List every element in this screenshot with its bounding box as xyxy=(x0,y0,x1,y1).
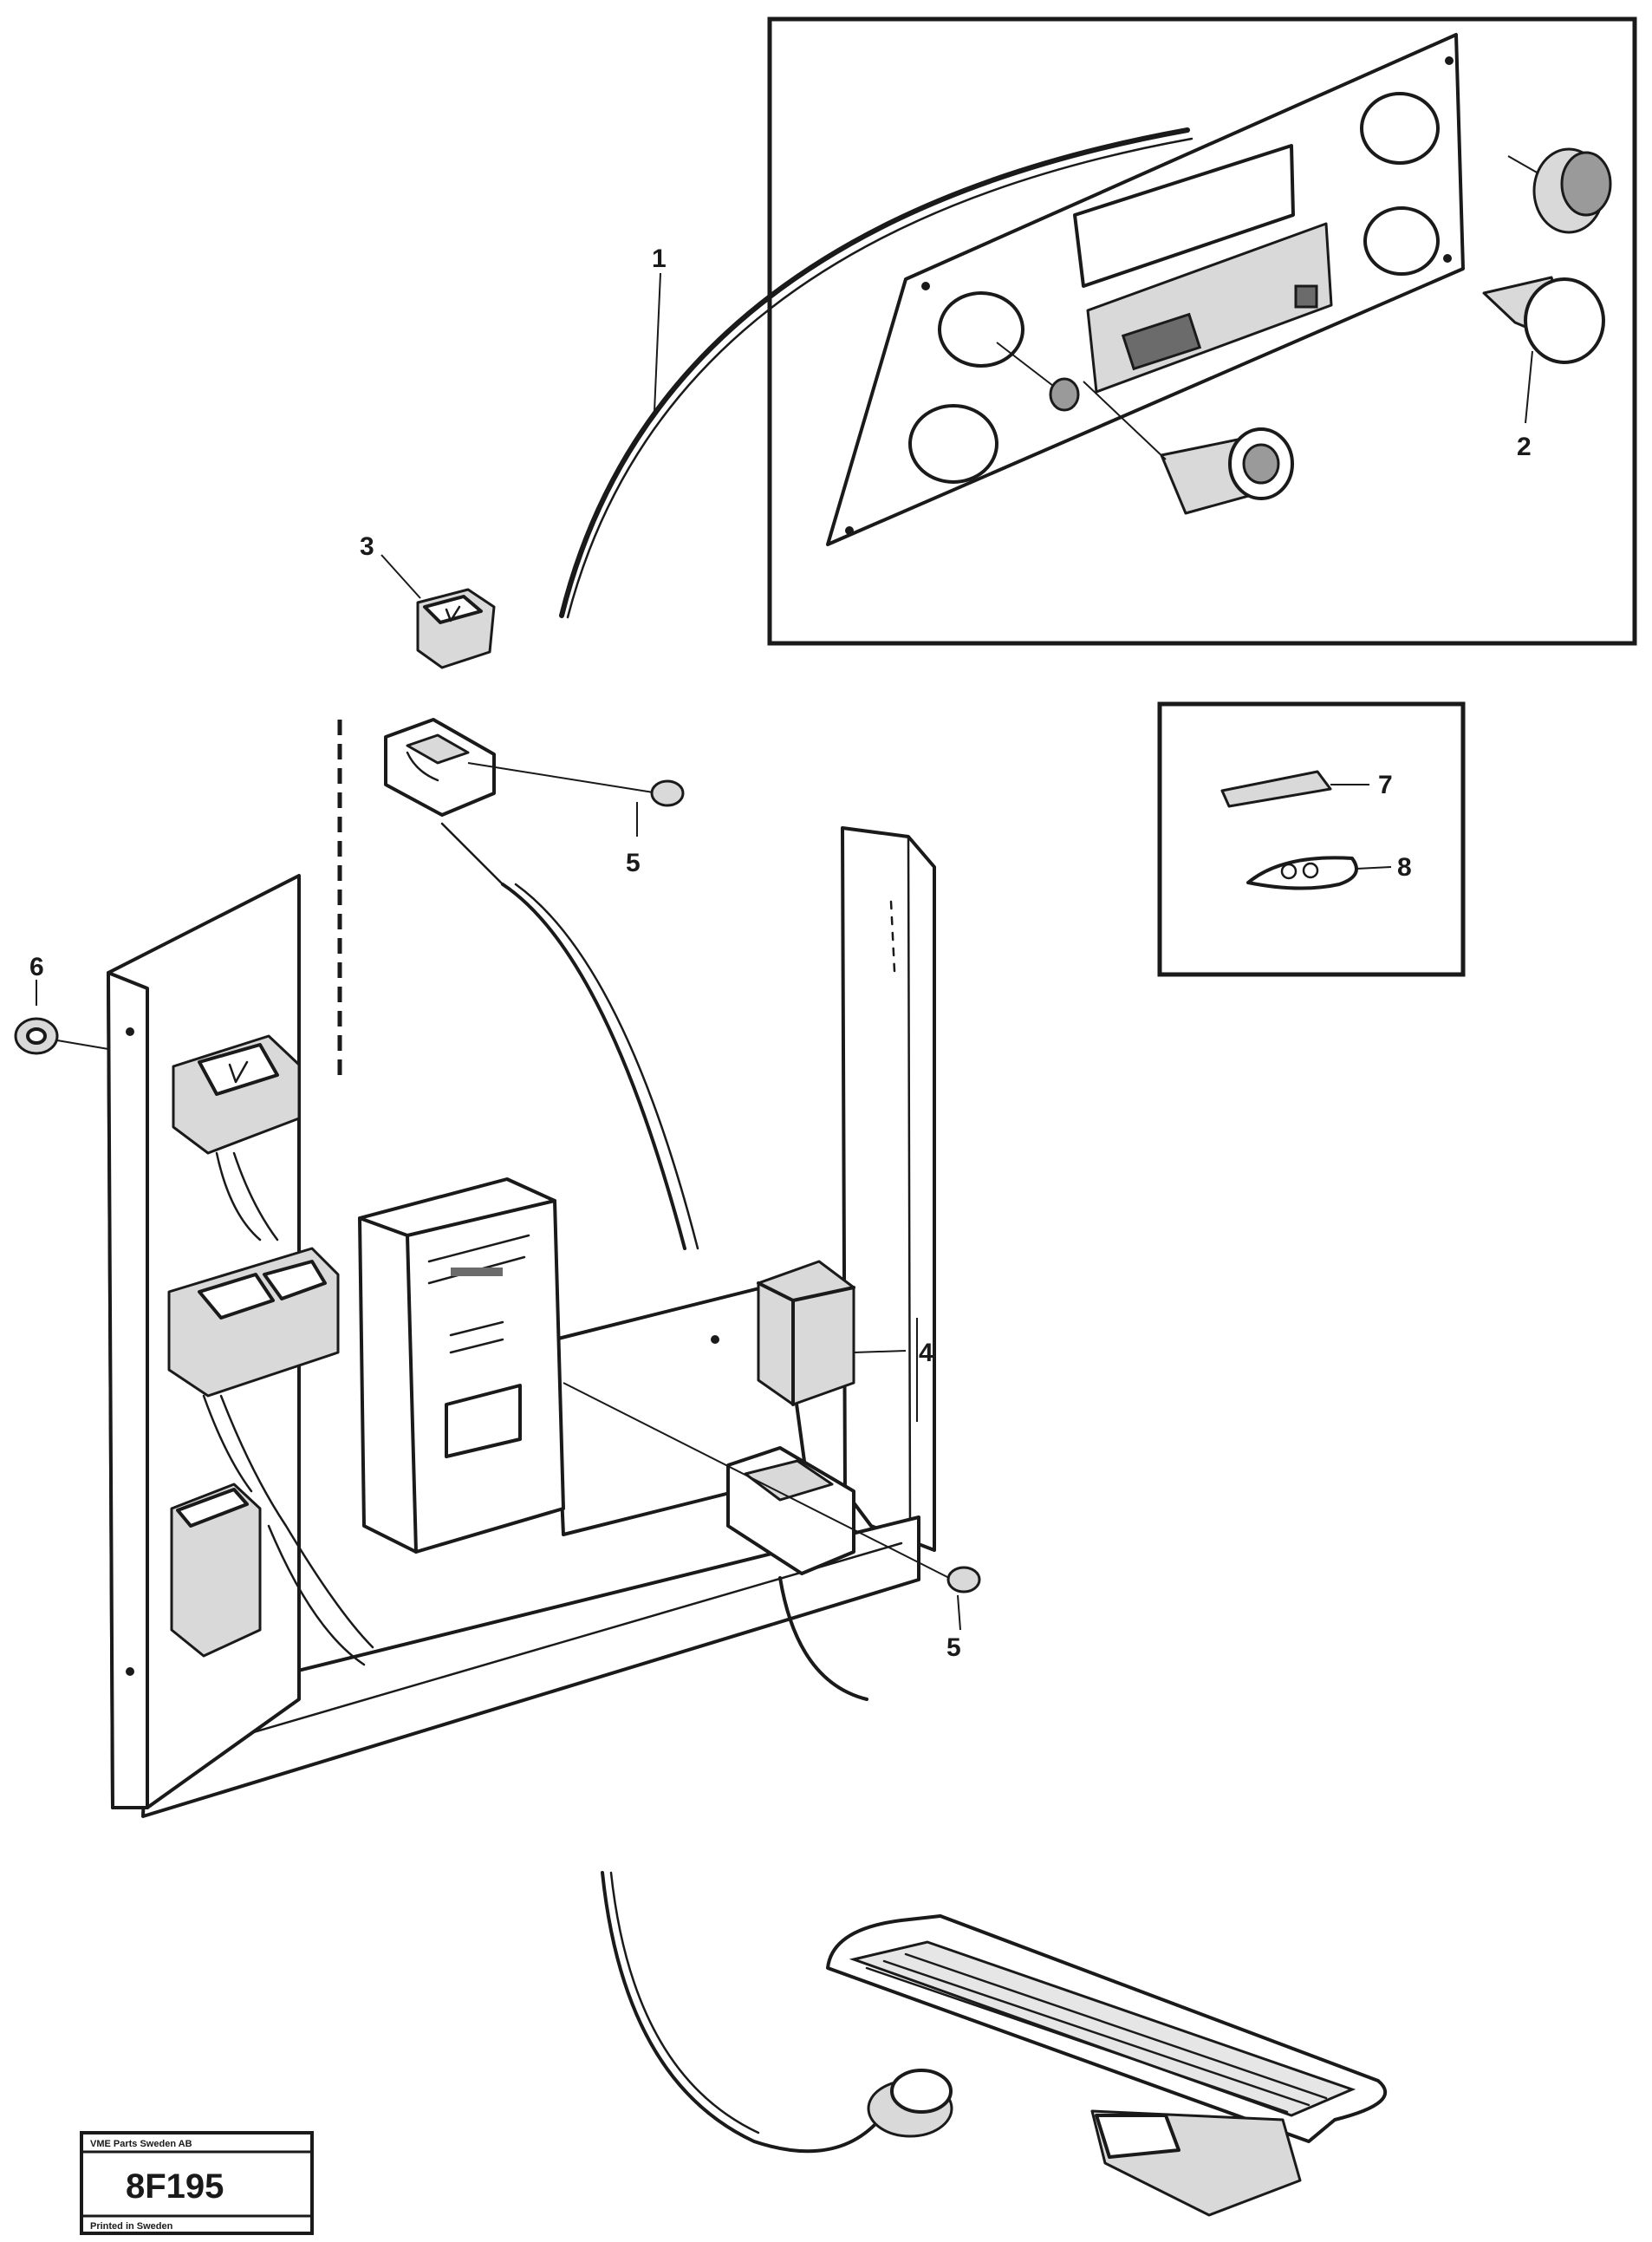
terminal-part-8 xyxy=(1246,856,1358,890)
callout-2: 2 xyxy=(1517,433,1532,461)
relay-upper-left xyxy=(172,1034,301,1155)
relay-socket-lower-right xyxy=(726,1446,855,1575)
parts-stamp: VME Parts Sweden AB 8F195 Printed in Swe… xyxy=(80,2131,314,2235)
stamp-code: 8F195 xyxy=(126,2167,224,2206)
plate-screw-hole xyxy=(845,526,854,535)
plate-screw-hole xyxy=(1443,254,1452,263)
wire-harness xyxy=(202,1151,374,1666)
socket-cable xyxy=(501,883,686,1250)
inset-frame xyxy=(1157,701,1466,977)
callout-6: 6 xyxy=(29,953,44,981)
callout-5-lower: 5 xyxy=(946,1633,961,1662)
display-window xyxy=(1073,144,1295,288)
lower-right-cable xyxy=(778,1576,868,1701)
relay-part-4 xyxy=(757,1260,918,1422)
gauge-cutout xyxy=(938,291,1024,368)
gauge-cutout xyxy=(1360,92,1440,165)
callout-5-upper: 5 xyxy=(626,849,641,877)
callout-3: 3 xyxy=(360,532,374,561)
panel-cable xyxy=(559,127,1190,618)
right-bracket xyxy=(841,826,936,1552)
callout-4: 4 xyxy=(919,1339,933,1367)
plate-screw-hole xyxy=(921,282,930,290)
terminal-part-7 xyxy=(1220,770,1332,808)
small-button xyxy=(996,342,1080,412)
callout-labels: 1 2 3 5 6 4 5 7 8 xyxy=(29,244,1532,1662)
nut-part-6 xyxy=(14,980,109,1055)
indicator-light xyxy=(1294,284,1318,309)
gauge-cutout xyxy=(1363,206,1440,276)
callout-8: 8 xyxy=(1397,853,1412,882)
terminals-inset xyxy=(1157,701,1466,977)
switch-rocker xyxy=(1121,312,1202,371)
rotary-knob xyxy=(1507,147,1612,234)
pedal-switch-button xyxy=(867,2069,953,2138)
control-unit xyxy=(358,1177,565,1554)
relay-mounting-assembly xyxy=(14,554,981,1818)
panel-cable xyxy=(566,137,1193,619)
callout-1: 1 xyxy=(652,244,667,273)
relay-part-3 xyxy=(380,554,496,669)
stamp-company: VME Parts Sweden AB xyxy=(90,2139,192,2149)
warning-lamp xyxy=(1083,381,1294,515)
inset-frame xyxy=(767,16,1637,646)
relay-middle-left xyxy=(167,1247,340,1398)
foot-switch-pedal xyxy=(601,1871,1388,2217)
callout-7: 7 xyxy=(1378,771,1393,799)
relay-socket-upper xyxy=(384,718,685,837)
plate-screw-hole xyxy=(1445,56,1454,65)
indicator-lamp-part-2 xyxy=(1482,276,1605,424)
instrument-panel-inset xyxy=(559,16,1637,646)
left-panel-edge xyxy=(107,971,149,1809)
relay-lower-left xyxy=(170,1483,262,1658)
gauge-cutout xyxy=(908,404,998,484)
pedal-cable xyxy=(601,1871,877,2154)
stamp-printed: Printed in Sweden xyxy=(90,2221,173,2232)
screw-part-5-lower xyxy=(563,1382,981,1631)
